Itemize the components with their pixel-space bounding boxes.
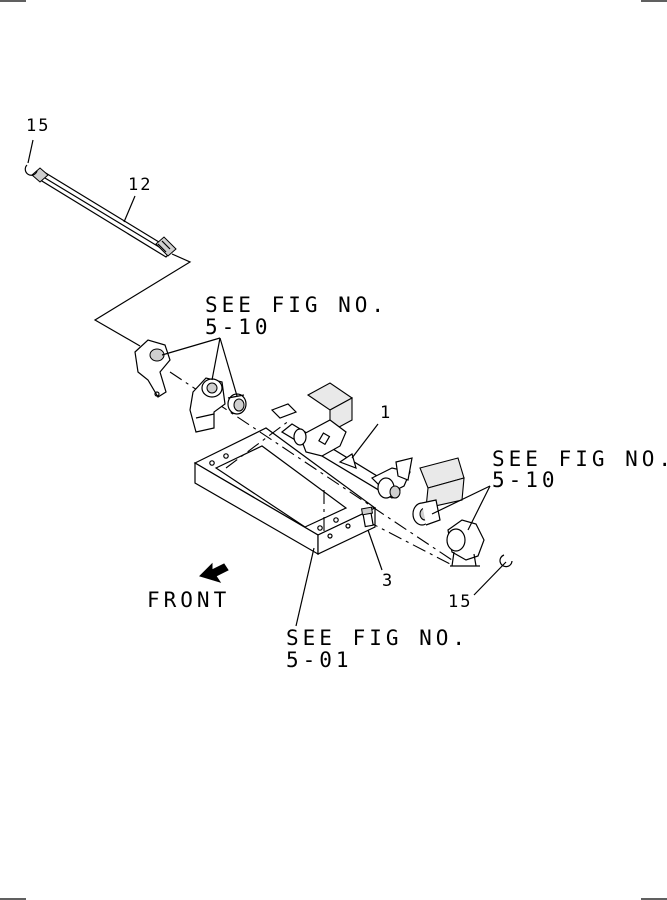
callout-15-top: 15 bbox=[26, 116, 50, 136]
ref-b-line2: 5-10 bbox=[492, 468, 559, 492]
lever-bracket-left bbox=[134, 339, 171, 398]
ref-c-line1: SEE FIG NO. bbox=[286, 626, 469, 650]
callout-12: 12 bbox=[128, 175, 152, 195]
leader-part-1 bbox=[351, 423, 379, 459]
bushing-left bbox=[227, 393, 247, 415]
ref-b-line1: SEE FIG NO. bbox=[492, 447, 667, 471]
bearing-housing-right bbox=[446, 519, 485, 567]
ref-a-line2: 5-10 bbox=[205, 315, 272, 339]
linkage-line bbox=[93, 253, 192, 347]
bushing-right bbox=[412, 499, 441, 526]
ref-c-line2: 5-01 bbox=[286, 648, 353, 672]
callout-15-bottom: 15 bbox=[448, 592, 472, 612]
clip-15-top bbox=[24, 139, 38, 176]
clip-15-bottom bbox=[473, 554, 513, 596]
front-label: FRONT bbox=[147, 588, 230, 612]
ref-a-line1: SEE FIG NO. bbox=[205, 293, 388, 317]
callout-3: 3 bbox=[382, 571, 394, 591]
bolt-3 bbox=[360, 506, 383, 571]
callout-1: 1 bbox=[380, 403, 392, 423]
shaft-12 bbox=[31, 167, 177, 258]
leader-ref-a bbox=[161, 337, 238, 397]
shaft-assembly-1 bbox=[270, 403, 413, 499]
leader-part-12 bbox=[123, 195, 136, 223]
frame-rail bbox=[193, 427, 377, 556]
leader-ref-c bbox=[295, 547, 315, 627]
front-arrow-icon bbox=[199, 562, 229, 583]
leader-ref-b bbox=[431, 485, 491, 531]
bearing-housing-left bbox=[189, 377, 226, 433]
